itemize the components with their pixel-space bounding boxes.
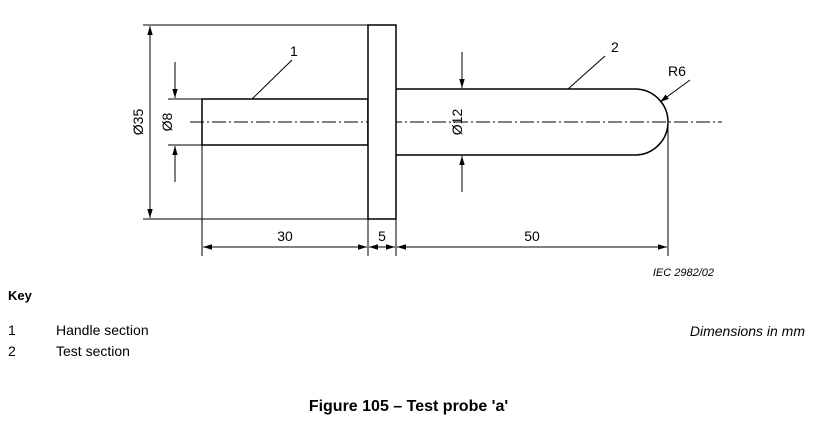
key-item: 2 Test section: [8, 343, 130, 359]
flange-thickness-label: 5: [378, 228, 386, 244]
key-item-number: 1: [8, 322, 16, 338]
handle-length-label: 30: [277, 228, 293, 244]
flange-diameter-label: Ø35: [130, 109, 146, 136]
key-item-number: 2: [8, 343, 16, 359]
test-length-label: 50: [524, 228, 540, 244]
callout-number-test: 2: [611, 39, 619, 55]
key-item-label: Test section: [56, 343, 130, 359]
test-diameter-label: Ø12: [449, 109, 465, 136]
units-note: Dimensions in mm: [689, 323, 805, 339]
figure-caption: Figure 105 – Test probe 'a': [308, 398, 509, 415]
handle-diameter-label: Ø8: [159, 112, 175, 131]
flange: [367, 24, 397, 220]
key-item: 1 Handle section: [8, 322, 149, 338]
test-probe-drawing: Ø35 Ø8 Ø12 R6 1 2 30 5 50 IEC 2982/02: [130, 24, 722, 279]
key-item-label: Handle section: [56, 322, 149, 338]
key-title: Key: [8, 288, 32, 303]
callout-number-handle: 1: [290, 43, 298, 59]
radius-leader: [659, 79, 691, 103]
iec-reference: IEC 2982/02: [653, 267, 714, 279]
tip-radius-label: R6: [668, 63, 686, 79]
callout-leader-handle: [251, 59, 293, 100]
callout-leader-test: [567, 55, 606, 90]
